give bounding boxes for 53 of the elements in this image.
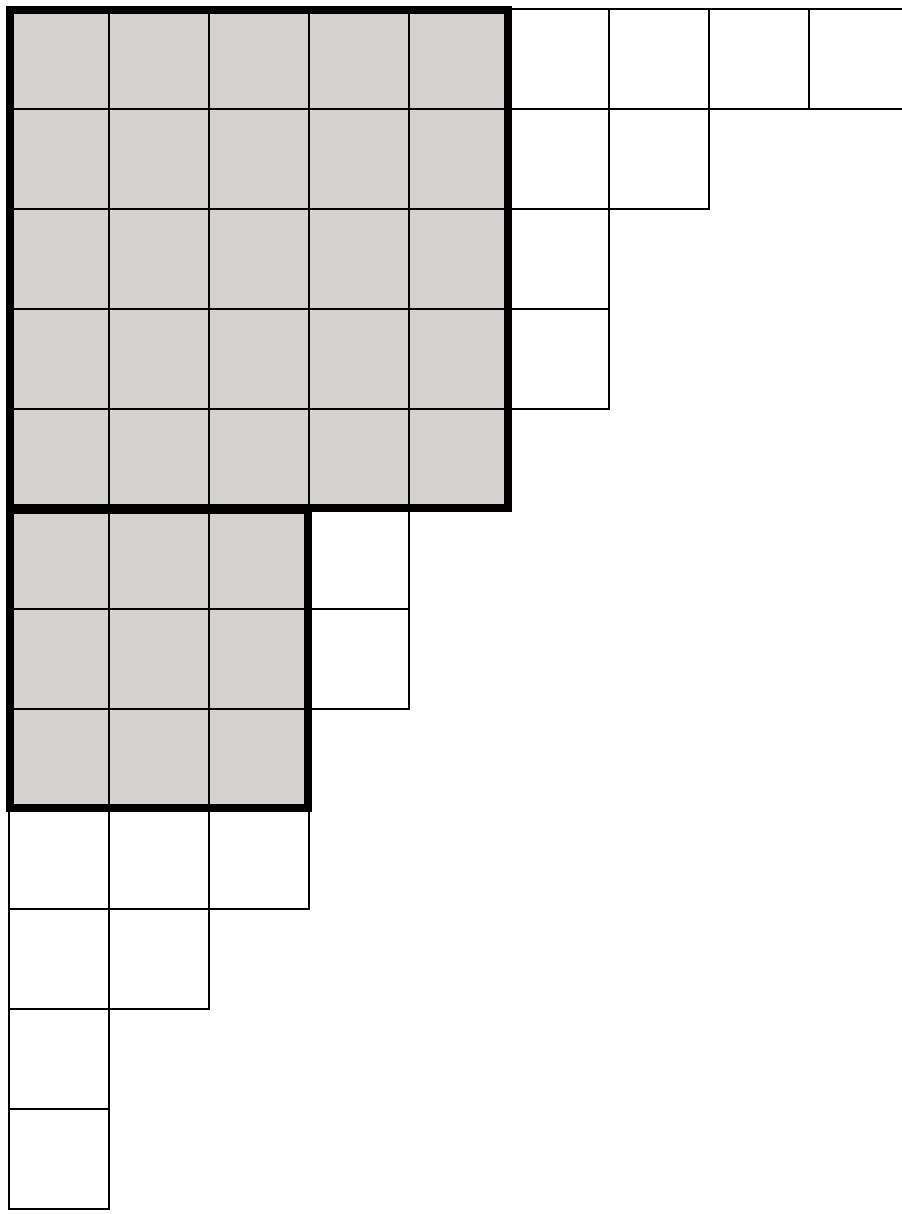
grid-cell: [8, 1110, 110, 1210]
grid-cell: [710, 8, 810, 110]
grid-cell: [310, 610, 410, 710]
grid-cell: [8, 8, 110, 110]
grid-cell: [110, 810, 210, 910]
grid-cell: [410, 8, 510, 110]
grid-cell: [110, 510, 210, 610]
grid-cell: [210, 210, 310, 310]
grid-cell: [310, 410, 410, 510]
grid-cell: [310, 110, 410, 210]
grid-cell: [510, 210, 610, 310]
highlighted-region: [10, 510, 310, 810]
grid-cell: [8, 810, 110, 910]
grid-cell: [110, 8, 210, 110]
grid-cell: [110, 310, 210, 410]
grid-cell: [110, 610, 210, 710]
grid-cell: [610, 8, 710, 110]
grid-cell: [8, 910, 110, 1010]
grid-cell: [210, 710, 310, 810]
grid-cell: [410, 210, 510, 310]
grid-cell: [310, 8, 410, 110]
grid-cell: [8, 510, 110, 610]
grid-cell: [310, 510, 410, 610]
grid-cell: [410, 310, 510, 410]
grid-cell: [8, 610, 110, 710]
grid-cell: [210, 8, 310, 110]
grid-cell: [110, 110, 210, 210]
grid-cell: [110, 410, 210, 510]
grid-cell: [810, 8, 902, 110]
grid-cell: [210, 510, 310, 610]
grid-cell: [8, 210, 110, 310]
highlighted-region: [10, 10, 510, 510]
grid-cell: [210, 810, 310, 910]
grid-cell: [210, 610, 310, 710]
grid-cell: [310, 210, 410, 310]
grid-cell: [8, 310, 110, 410]
grid-cell: [8, 110, 110, 210]
grid-cell: [8, 410, 110, 510]
grid-cell: [510, 8, 610, 110]
grid-cell: [610, 110, 710, 210]
grid-cell: [510, 110, 610, 210]
grid-cell: [110, 910, 210, 1010]
grid-cell: [110, 710, 210, 810]
grid-cell: [410, 410, 510, 510]
grid-cell: [8, 1010, 110, 1110]
grid-cell: [210, 410, 310, 510]
grid-cell: [510, 310, 610, 410]
grid-cell: [110, 210, 210, 310]
grid-cell: [210, 310, 310, 410]
grid-cell: [8, 710, 110, 810]
grid-cell: [310, 310, 410, 410]
grid-cell: [210, 110, 310, 210]
grid-cell: [410, 110, 510, 210]
